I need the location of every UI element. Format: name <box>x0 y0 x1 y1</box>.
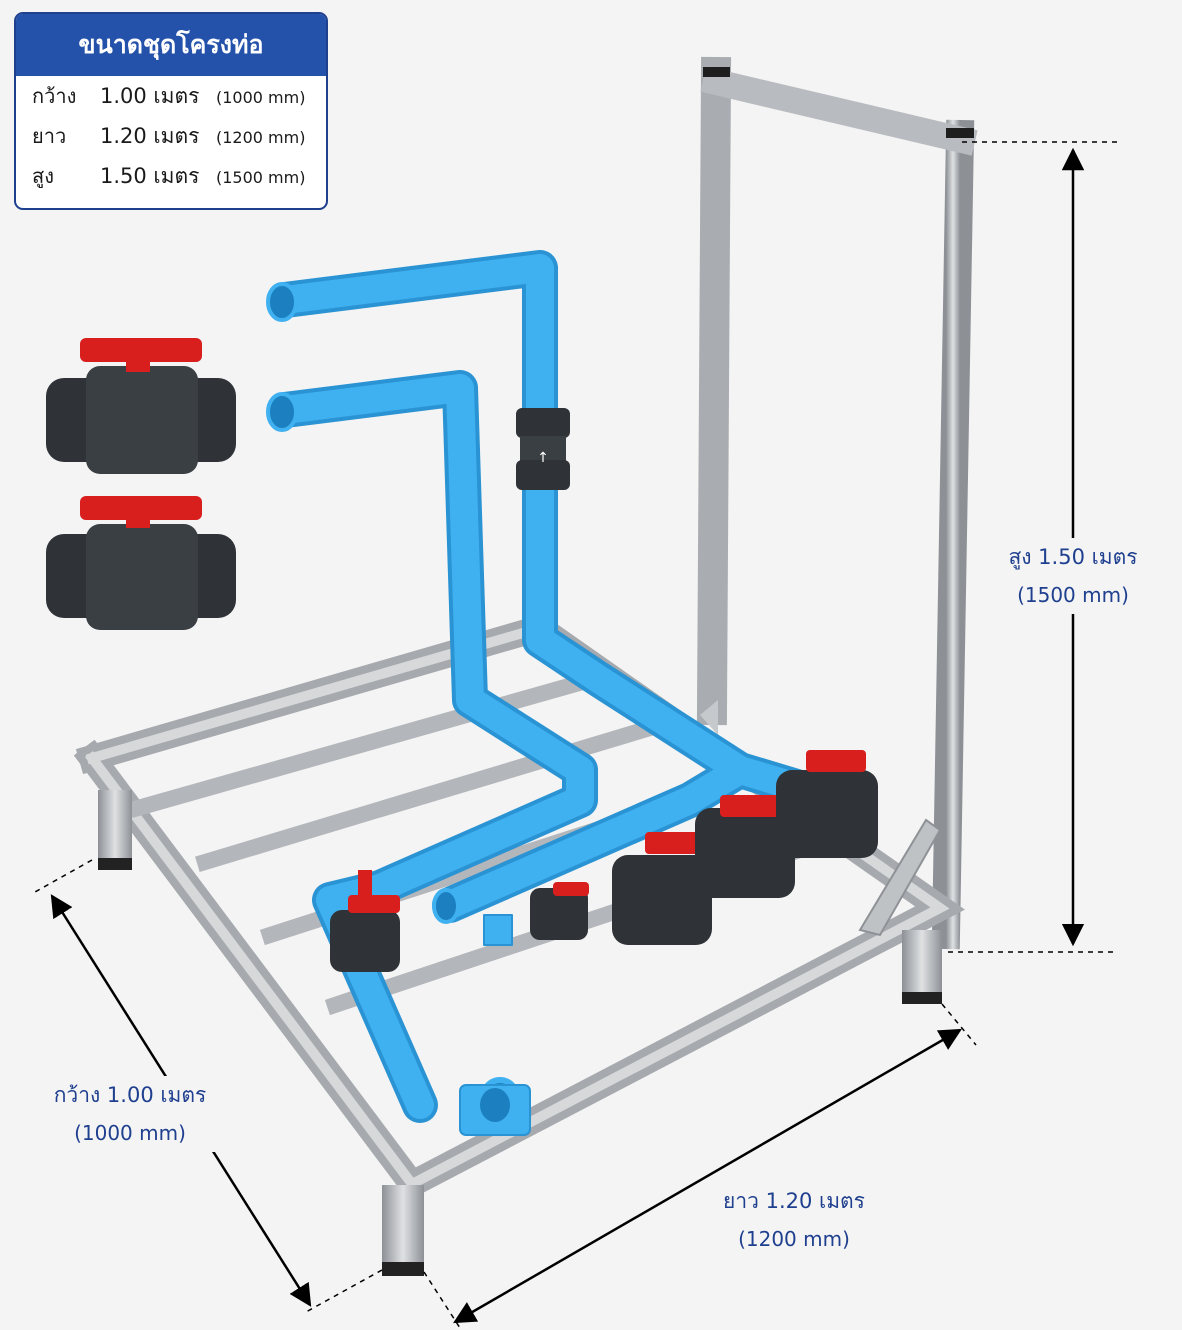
spec-mm: (1500 mm) <box>216 168 306 187</box>
size-spec-box: ขนาดชุดโครงท่อ กว้าง 1.00 เมตร (1000 mm)… <box>14 12 328 210</box>
spec-label: สูง <box>32 164 54 188</box>
check-valve: ↑ <box>516 408 570 490</box>
width-mm: (1000 mm) <box>74 1121 186 1145</box>
manifold-valves <box>330 750 878 972</box>
spec-value: 1.50 เมตร <box>100 164 200 188</box>
spec-mm: (1200 mm) <box>216 128 306 147</box>
spec-mm: (1000 mm) <box>216 88 306 107</box>
length-meters: ยาว 1.20 เมตร <box>723 1189 865 1213</box>
spec-row-height: สูง 1.50 เมตร (1500 mm) <box>16 156 326 196</box>
height-dimension-label: สูง 1.50 เมตร (1500 mm) <box>996 538 1150 614</box>
stainless-frame <box>73 56 978 1276</box>
width-dimension-label: กว้าง 1.00 เมตร (1000 mm) <box>38 1076 222 1152</box>
height-meters: สูง 1.50 เมตร <box>1008 545 1138 569</box>
length-dimension-line <box>423 1003 977 1329</box>
svg-text:↑: ↑ <box>537 450 549 466</box>
ball-valve-icon <box>46 496 236 630</box>
spec-title: ขนาดชุดโครงท่อ <box>16 14 326 76</box>
spec-value: 1.00 เมตร <box>100 84 200 108</box>
spec-row-width: กว้าง 1.00 เมตร (1000 mm) <box>16 76 326 116</box>
spec-label: กว้าง <box>32 84 77 108</box>
spec-row-length: ยาว 1.20 เมตร (1200 mm) <box>16 116 326 156</box>
ball-valve-icon <box>46 338 236 474</box>
height-mm: (1500 mm) <box>1017 583 1129 607</box>
spec-value: 1.20 เมตร <box>100 124 200 148</box>
length-mm: (1200 mm) <box>738 1227 850 1251</box>
width-meters: กว้าง 1.00 เมตร <box>53 1083 207 1107</box>
length-dimension-label: ยาว 1.20 เมตร (1200 mm) <box>706 1182 882 1258</box>
spec-label: ยาว <box>32 124 67 148</box>
